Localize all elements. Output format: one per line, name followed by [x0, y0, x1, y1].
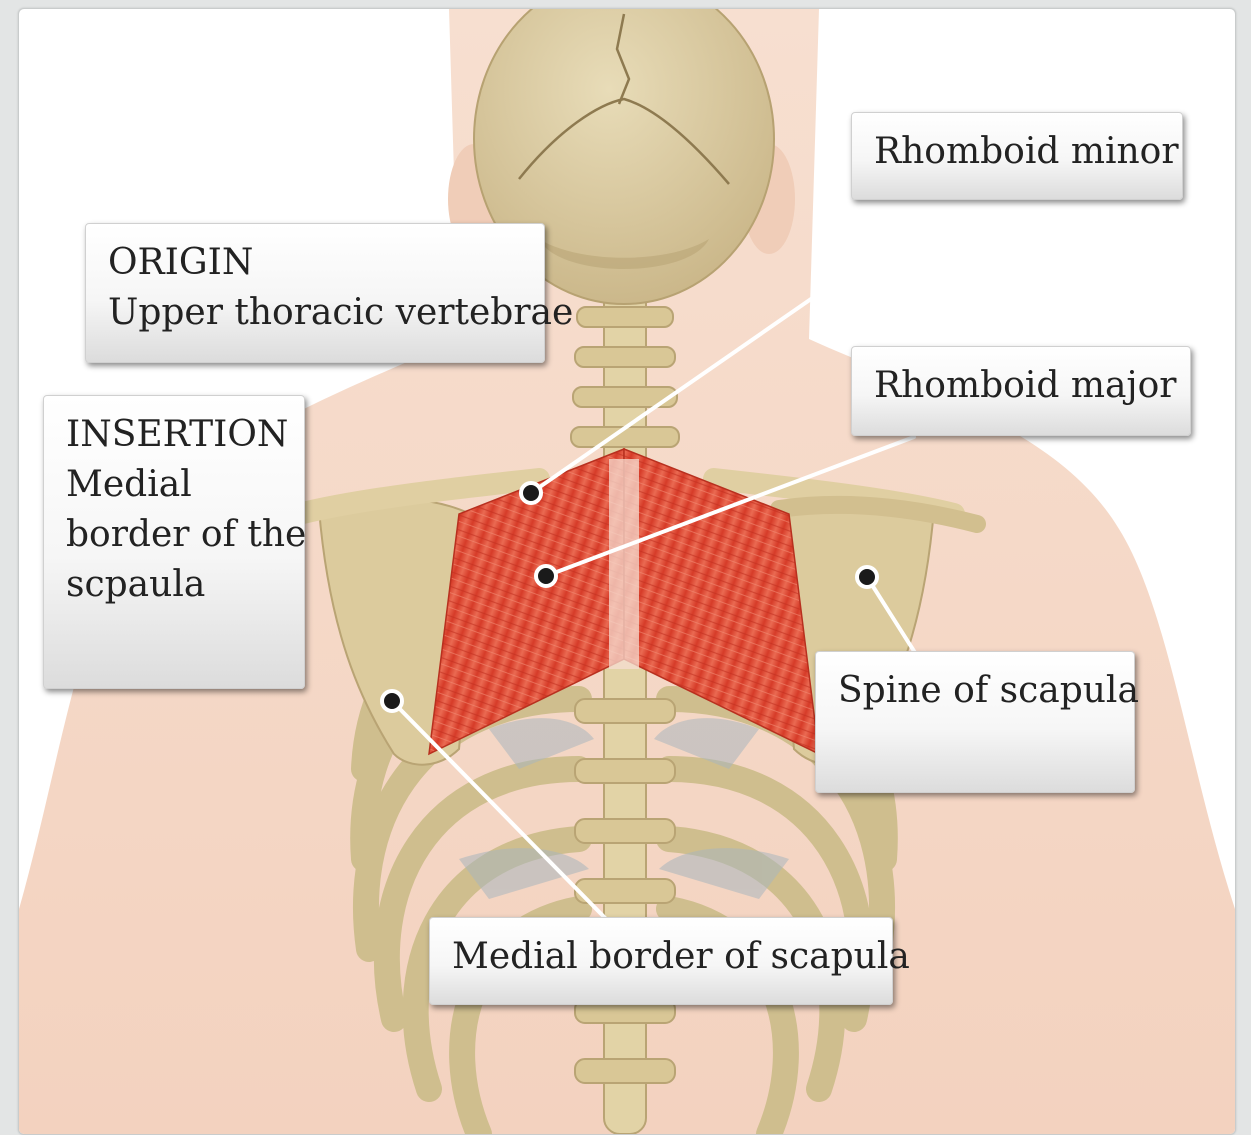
insertion-line-1: Medial	[66, 460, 282, 510]
insertion-title: INSERTION	[66, 410, 282, 460]
label-spine-of-scapula[interactable]: Spine of scapula	[815, 651, 1135, 793]
origin-text: Upper thoracic vertebrae	[108, 288, 522, 338]
label-rhomboid-major[interactable]: Rhomboid major	[851, 346, 1191, 436]
label-rhomboid-major-text: Rhomboid major	[874, 361, 1168, 411]
label-rhomboid-minor-text: Rhomboid minor	[874, 127, 1160, 177]
medial-border-text: Medial border of scapula	[452, 932, 870, 982]
label-medial-border-of-scapula[interactable]: Medial border of scapula	[429, 917, 893, 1005]
label-insertion[interactable]: INSERTION Medial border of the scpaula	[43, 395, 305, 689]
diagram-frame: Rhomboid minor Rhomboid major ORIGIN Upp…	[18, 8, 1236, 1135]
insertion-line-3: scpaula	[66, 560, 282, 610]
insertion-line-2: border of the	[66, 510, 282, 560]
spine-of-scapula-text: Spine of scapula	[838, 666, 1112, 716]
label-origin[interactable]: ORIGIN Upper thoracic vertebrae	[85, 223, 545, 363]
label-rhomboid-minor[interactable]: Rhomboid minor	[851, 112, 1183, 200]
origin-title: ORIGIN	[108, 238, 522, 288]
